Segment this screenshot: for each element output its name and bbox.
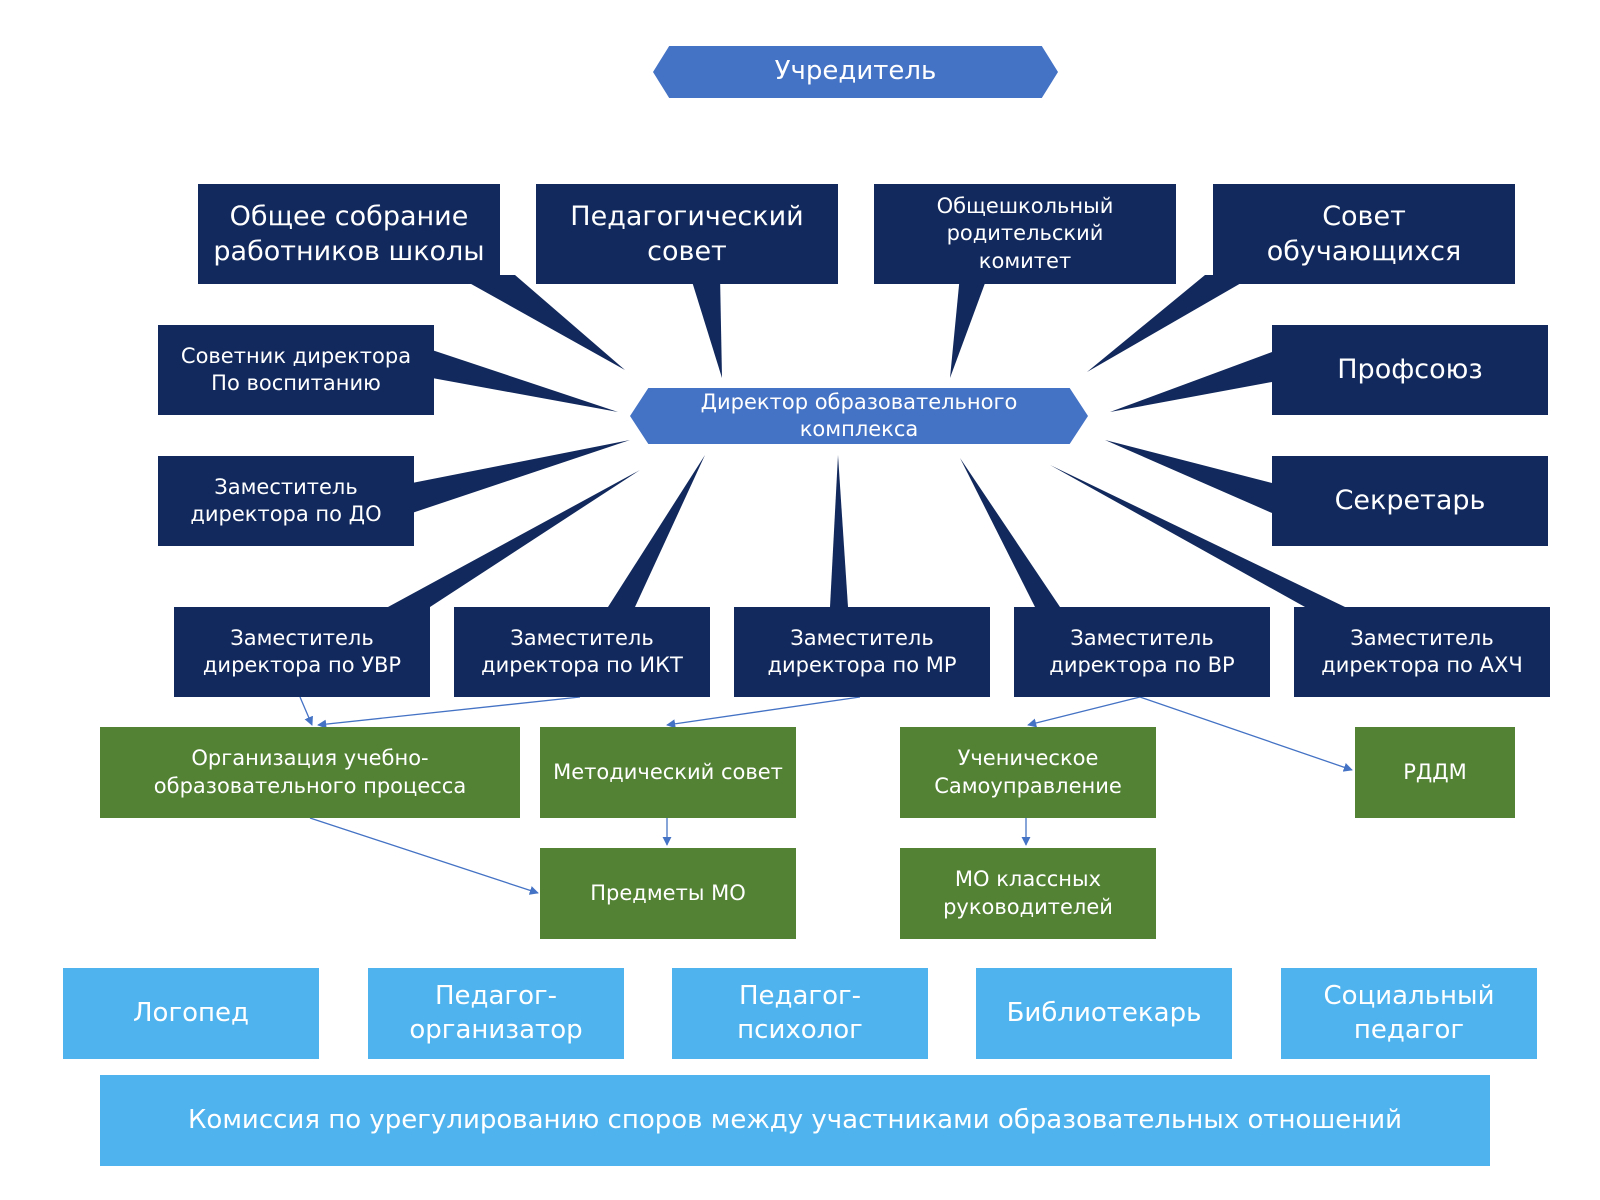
secretary-node: Секретарь [1272,456,1548,546]
arrow-ikt-edu [317,696,581,729]
wedge-advisor [432,350,618,412]
class-teachers-mo-node: МО классных руководителей [900,848,1156,939]
education-advisor-node: Советник директора По воспитанию [158,325,434,415]
wedge-ahch [1050,465,1345,607]
deputy-ikt-node: Заместитель директора по ИКТ [454,607,710,697]
arrow-uvr-edu [299,696,313,726]
wedge-uvr [388,470,640,607]
subjects-mo-node: Предметы МО [540,848,796,939]
general-meeting-node: Общее собрание работников школы [198,184,500,284]
deputy-do-node: Заместитель директора по ДО [158,456,414,546]
wedge-mr [830,455,848,607]
speech-therapist-node: Логопед [63,968,319,1059]
student-selfgov-node: Ученическое Самоуправление [900,727,1156,818]
student-council-node: Совет обучающихся [1213,184,1515,284]
director-node: Директор образовательного комплекса [630,388,1088,444]
arrow-vr-rddm [1139,696,1353,772]
wedge-general-meeting [455,275,625,370]
commission-node: Комиссия по урегулированию споров между … [100,1075,1490,1166]
trade-union-node: Профсоюз [1272,325,1548,415]
librarian-node: Библиотекарь [976,968,1232,1059]
arrow-mr-method [666,696,861,729]
wedge-secretary [1105,440,1272,513]
arrow-edu-subjects [309,817,539,895]
founder-node: Учредитель [653,46,1058,98]
deputy-vr-node: Заместитель директора по ВР [1014,607,1270,697]
parent-committee-node: Общешкольный родительский комитет [874,184,1176,284]
wedge-ikt [608,455,705,607]
wedge-deputy-do [412,440,630,513]
psychologist-node: Педагог-психолог [672,968,928,1059]
deputy-uvr-node: Заместитель директора по УВР [174,607,430,697]
social-pedagogue-node: Социальный педагог [1281,968,1537,1059]
rddm-node: РДДМ [1355,727,1515,818]
wedge-pedagogical-council [690,275,722,378]
wedge-vr [960,458,1060,607]
wedge-trade-union [1110,352,1272,412]
edu-process-node: Организация учебно- образовательного про… [100,727,520,818]
wedge-student-council [1087,275,1255,372]
deputy-mr-node: Заместитель директора по МР [734,607,990,697]
method-council-node: Методический совет [540,727,796,818]
deputy-ahch-node: Заместитель директора по АХЧ [1294,607,1550,697]
wedge-parent-committee [950,275,988,378]
organizer-node: Педагог- организатор [368,968,624,1059]
arrow-vr-selfgov [1027,696,1141,728]
pedagogical-council-node: Педагогический совет [536,184,838,284]
